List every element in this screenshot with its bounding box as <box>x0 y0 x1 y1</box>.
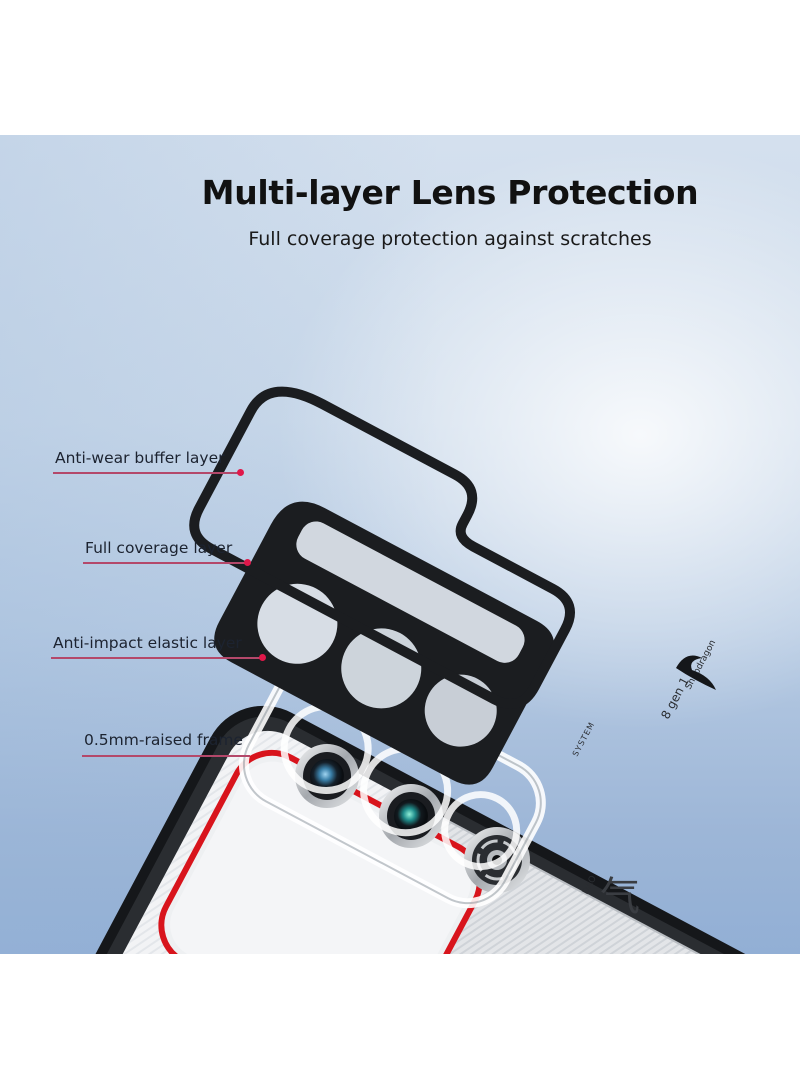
callout-anti-impact-elastic-layer: Anti-impact elastic layer <box>51 634 266 661</box>
anti-wear-buffer-layer <box>189 386 575 710</box>
callout-label: Anti-wear buffer layer <box>55 449 225 467</box>
callout-line <box>53 472 240 474</box>
chip-model-text: 8 gen 1 <box>658 675 692 722</box>
callout-full-coverage-layer: Full coverage layer <box>83 539 251 566</box>
callout-line <box>82 755 250 757</box>
page-title: Multi-layer Lens Protection <box>201 173 699 212</box>
callout-line <box>83 562 247 564</box>
callout-label: Anti-impact elastic layer <box>53 634 242 652</box>
camera-lens-1 <box>295 744 359 808</box>
callout-dot <box>237 469 244 476</box>
snapdragon-logo-icon <box>676 655 716 690</box>
phone-lens-illustration: Snapdragon 8 gen 1 SYSTEM DAO 气 <box>62 386 800 954</box>
product-image-panel <box>0 135 800 954</box>
callout-anti-wear-buffer-layer: Anti-wear buffer layer <box>53 449 244 476</box>
callout-dot <box>244 559 251 566</box>
callout-0-5mm-raised-frame: 0.5mm-raised frame <box>82 731 250 757</box>
callout-line <box>51 657 262 659</box>
callout-label: 0.5mm-raised frame <box>84 731 243 749</box>
camera-lens-2 <box>379 784 443 848</box>
callout-dot <box>259 654 266 661</box>
system-text: SYSTEM <box>571 720 597 758</box>
back-decor: Snapdragon 8 gen 1 SYSTEM DAO 气 <box>571 639 718 920</box>
page-subtitle: Full coverage protection against scratch… <box>248 228 652 250</box>
callout-label: Full coverage layer <box>85 539 233 557</box>
dao-glyph: 气 <box>600 874 640 920</box>
